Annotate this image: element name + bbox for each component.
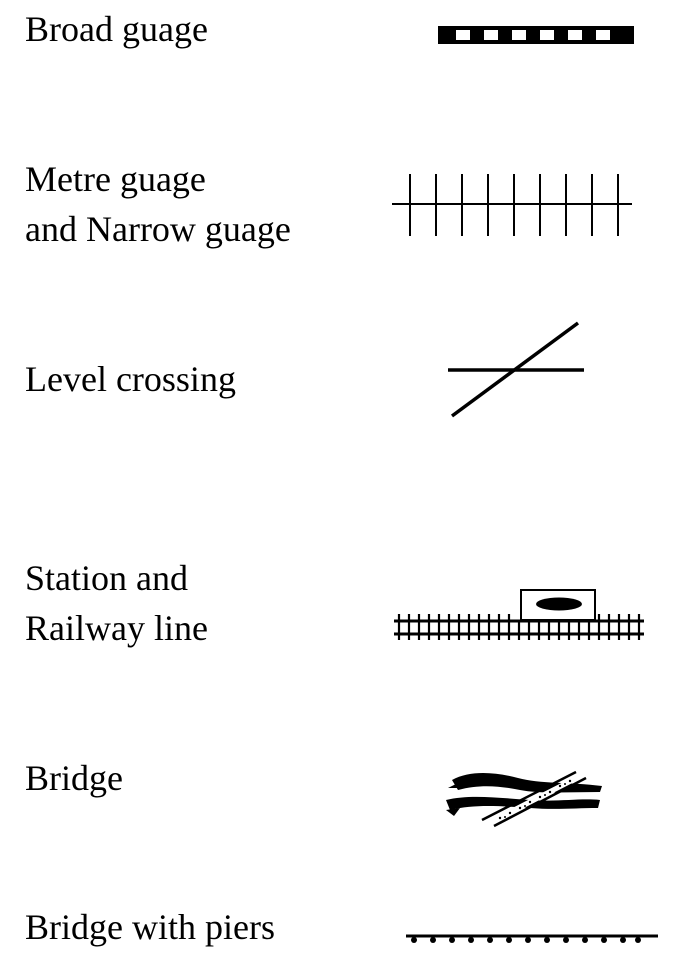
legend-label-line: Bridge bbox=[25, 758, 123, 798]
legend-label-line: Bridge with piers bbox=[25, 907, 275, 947]
legend-label-line: Station and bbox=[25, 558, 188, 598]
station-railway-symbol bbox=[394, 589, 644, 640]
metre-narrow-gauge-symbol bbox=[392, 174, 632, 236]
bridge-with-piers-symbol bbox=[406, 934, 658, 943]
legend-label-bridge: Bridge bbox=[25, 753, 123, 803]
legend-label-bridge-with-piers: Bridge with piers bbox=[25, 902, 275, 952]
bridge-symbol bbox=[446, 770, 602, 828]
legend-label-line: Railway line bbox=[25, 608, 208, 648]
level-crossing-symbol bbox=[448, 321, 584, 418]
legend-label-level-crossing: Level crossing bbox=[25, 354, 236, 404]
legend-label-metre-narrow-gauge: Metre guage and Narrow guage bbox=[25, 154, 291, 254]
legend-label-line: Broad guage bbox=[25, 9, 208, 49]
legend-label-line: and Narrow guage bbox=[25, 209, 291, 249]
legend-label-broad-gauge: Broad guage bbox=[25, 4, 208, 54]
legend-label-line: Level crossing bbox=[25, 359, 236, 399]
legend-label-line: Metre guage bbox=[25, 159, 206, 199]
legend-label-station-railway: Station and Railway line bbox=[25, 553, 208, 653]
broad-gauge-symbol bbox=[438, 26, 634, 44]
